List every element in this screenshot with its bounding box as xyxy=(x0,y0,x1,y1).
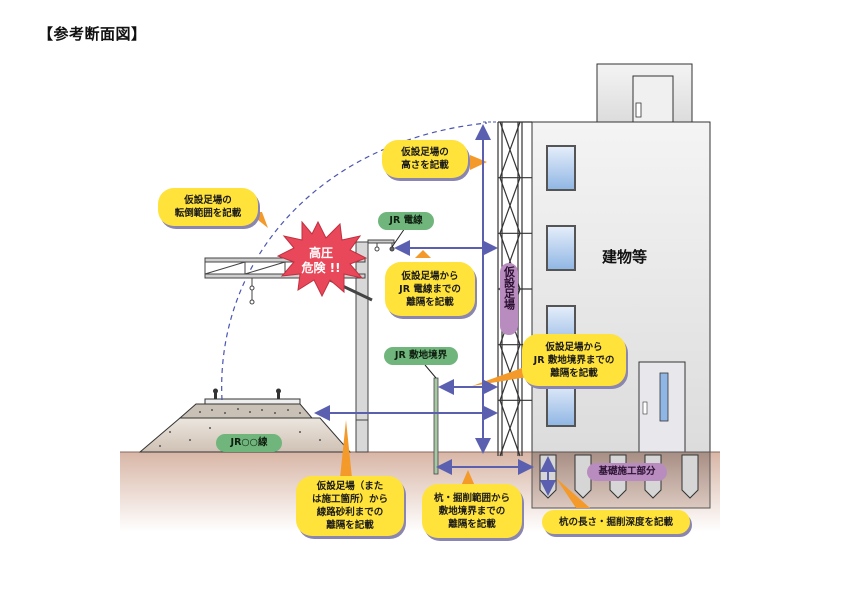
callout-line: JR 電線までの xyxy=(399,283,461,295)
jr-wire-leader xyxy=(391,227,406,248)
callout-line: 転倒範囲を記載 xyxy=(174,208,242,219)
rail-right xyxy=(276,388,281,399)
hanger xyxy=(249,278,255,305)
callout-line: 高さを記載 xyxy=(401,160,449,171)
boundary-post xyxy=(433,377,439,475)
callout-fall-range: 仮設足場の転倒範囲を記載 xyxy=(158,188,258,226)
pointer-gravel xyxy=(340,420,352,478)
pointer-height xyxy=(470,155,487,170)
building-label: 建物等 xyxy=(602,248,648,266)
callout-line: は施工箇所）から xyxy=(311,494,388,505)
callout-line: 仮設足場の xyxy=(184,195,232,206)
danger-line-1: 高圧 xyxy=(308,246,333,260)
callout-line: 杭の長さ・掘削深度を記載 xyxy=(558,516,673,528)
wire-arm xyxy=(367,239,395,252)
ballast-texture xyxy=(159,408,321,447)
rail-left xyxy=(213,388,218,399)
scaffold-label: 仮設足場 xyxy=(500,263,518,335)
callout-line: 線路砂利までの xyxy=(316,507,384,518)
pointer-pile-boundary xyxy=(461,470,475,486)
callout-line: 敷地境界までの xyxy=(438,505,506,517)
danger-line-2: 危険 !! xyxy=(301,261,341,275)
scaffold-brace xyxy=(499,177,521,234)
callout-line: 仮設足場から xyxy=(545,341,603,353)
scaffold-brace xyxy=(499,121,521,178)
callout-line: 離隔を記載 xyxy=(326,520,374,531)
callout-line: 離隔を記載 xyxy=(448,518,496,530)
callout-line: 仮設足場から xyxy=(401,270,459,282)
ballast xyxy=(178,403,314,419)
dimension-arrows xyxy=(314,124,556,496)
scaffold-label-text: 仮設足場 xyxy=(502,266,516,310)
jr-boundary-label: JR 敷地境界 xyxy=(384,347,458,365)
callout-line: 杭・掘削範囲から xyxy=(433,492,510,504)
danger-label: 高圧 危険 !! xyxy=(298,246,344,276)
callout-line: 離隔を記載 xyxy=(550,367,598,379)
callout-line: JR 敷地境界までの xyxy=(533,354,615,366)
foundation-label: 基礎施工部分 xyxy=(587,463,667,481)
pointer-pile-depth xyxy=(556,478,590,508)
callout-to-gravel: 仮設足場（または施工箇所）から線路砂利までの離隔を記載 xyxy=(296,476,404,536)
jr-wire-label: JR 電線 xyxy=(378,212,434,230)
sleeper xyxy=(204,398,301,405)
scaffold-brace xyxy=(499,400,521,457)
callout-pile-boundary: 杭・掘削範囲から敷地境界までの離隔を記載 xyxy=(422,484,522,538)
callout-line: 離隔を記載 xyxy=(406,296,454,308)
callout-pile-depth: 杭の長さ・掘削深度を記載 xyxy=(542,510,690,534)
callout-line: 仮設足場の xyxy=(401,147,449,158)
callout-scaffold-height: 仮設足場の高さを記載 xyxy=(382,140,468,178)
page-title: 【参考断面図】 xyxy=(38,25,147,43)
jr-line-label: JR○○線 xyxy=(216,434,282,452)
callout-line: 仮設足場（また xyxy=(316,481,384,492)
pointer-wire xyxy=(415,250,431,258)
fall-range-arc xyxy=(221,122,488,401)
danger-starburst xyxy=(276,220,368,298)
